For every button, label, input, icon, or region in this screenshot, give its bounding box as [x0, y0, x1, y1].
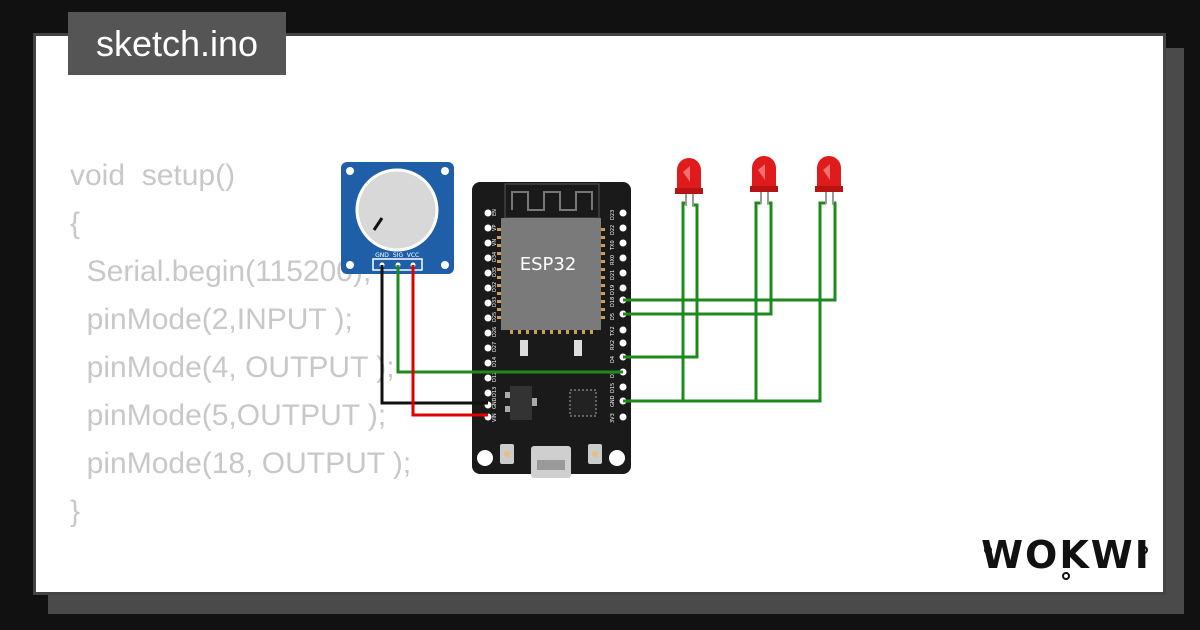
- code-line: pinMode(18, OUTPUT );: [70, 447, 412, 480]
- file-tab[interactable]: sketch.ino: [68, 12, 286, 75]
- esp32-module: [501, 218, 601, 330]
- led-1[interactable]: [675, 158, 703, 206]
- pin-label: GND: [610, 395, 616, 407]
- pin-label: RX0: [610, 255, 616, 265]
- code-line: pinMode(4, OUTPUT );: [70, 351, 395, 384]
- wire-led1-anode[interactable]: [623, 203, 699, 359]
- pin-label: D18: [610, 297, 616, 307]
- code-preview: void setup() { Serial.begin(115200); pinM…: [70, 152, 412, 592]
- pin-label: VIN: [492, 413, 498, 422]
- pin-label: D33: [492, 297, 498, 307]
- pin-label: D25: [492, 312, 498, 322]
- led-2[interactable]: [750, 156, 778, 204]
- mount-hole: [477, 450, 493, 466]
- wire-led-gnd[interactable]: [623, 201, 826, 403]
- pin-label: D19: [610, 285, 616, 295]
- pin-label: D15: [610, 383, 616, 393]
- pin-label: GND: [492, 397, 498, 409]
- code-line: pinMode(2,INPUT );: [70, 303, 353, 336]
- pin-label: TX2: [610, 326, 616, 337]
- pin-label: VP: [492, 225, 498, 231]
- pin-label: D4: [610, 356, 616, 363]
- wire-gnd[interactable]: [380, 265, 488, 405]
- code-line: Serial.begin(115200);: [70, 255, 372, 288]
- code-line: void loop() {: [70, 584, 411, 592]
- brand-name: WOKWI: [981, 533, 1151, 577]
- pin-label: VN: [492, 239, 498, 246]
- code-line: pinMode(5,OUTPUT );: [70, 399, 387, 432]
- pin-label: D35: [492, 267, 498, 277]
- pot-knob[interactable]: [355, 168, 439, 252]
- pin-label: D21: [610, 270, 616, 280]
- esp32-board[interactable]: ESP32: [472, 182, 631, 478]
- pin-label: D26: [492, 327, 498, 337]
- pin-label: D27: [492, 342, 498, 352]
- pin-label: RX2: [610, 340, 616, 350]
- pin-label: D14: [492, 357, 498, 367]
- wokwi-logo: WOKWI: [981, 533, 1151, 580]
- pin-label: D12: [492, 372, 498, 382]
- pin-label: D34: [492, 252, 498, 262]
- pin-label: D5: [610, 313, 616, 320]
- wire-led1-gnd[interactable]: [681, 201, 687, 401]
- pot-indicator: [372, 217, 384, 231]
- pot-pin-label: VCC: [407, 252, 419, 259]
- code-line: {: [70, 207, 81, 240]
- pin-label: D13: [492, 387, 498, 397]
- pot-pin-label: SIG: [393, 252, 404, 259]
- wire-sig[interactable]: [396, 265, 623, 374]
- wire-led2-gnd[interactable]: [754, 201, 761, 401]
- pin-label: EN: [492, 209, 498, 216]
- pin-label: 3V3: [610, 413, 616, 423]
- potentiometer[interactable]: GND SIG VCC: [341, 162, 454, 274]
- led-3[interactable]: [815, 156, 843, 204]
- wire-vcc[interactable]: [411, 265, 488, 417]
- pot-pin-label: GND: [375, 252, 389, 259]
- pin-label: D22: [610, 225, 616, 235]
- pin-label: D32: [492, 282, 498, 292]
- code-line: void setup(): [70, 159, 236, 192]
- pin-label: TX0: [610, 240, 616, 251]
- pin-label: D23: [610, 210, 616, 220]
- pin-label: D2: [610, 371, 616, 378]
- code-line: }: [70, 495, 81, 528]
- chip-label: ESP32: [520, 254, 577, 275]
- mount-hole: [609, 450, 625, 466]
- wire-led3-anode[interactable]: [623, 201, 837, 302]
